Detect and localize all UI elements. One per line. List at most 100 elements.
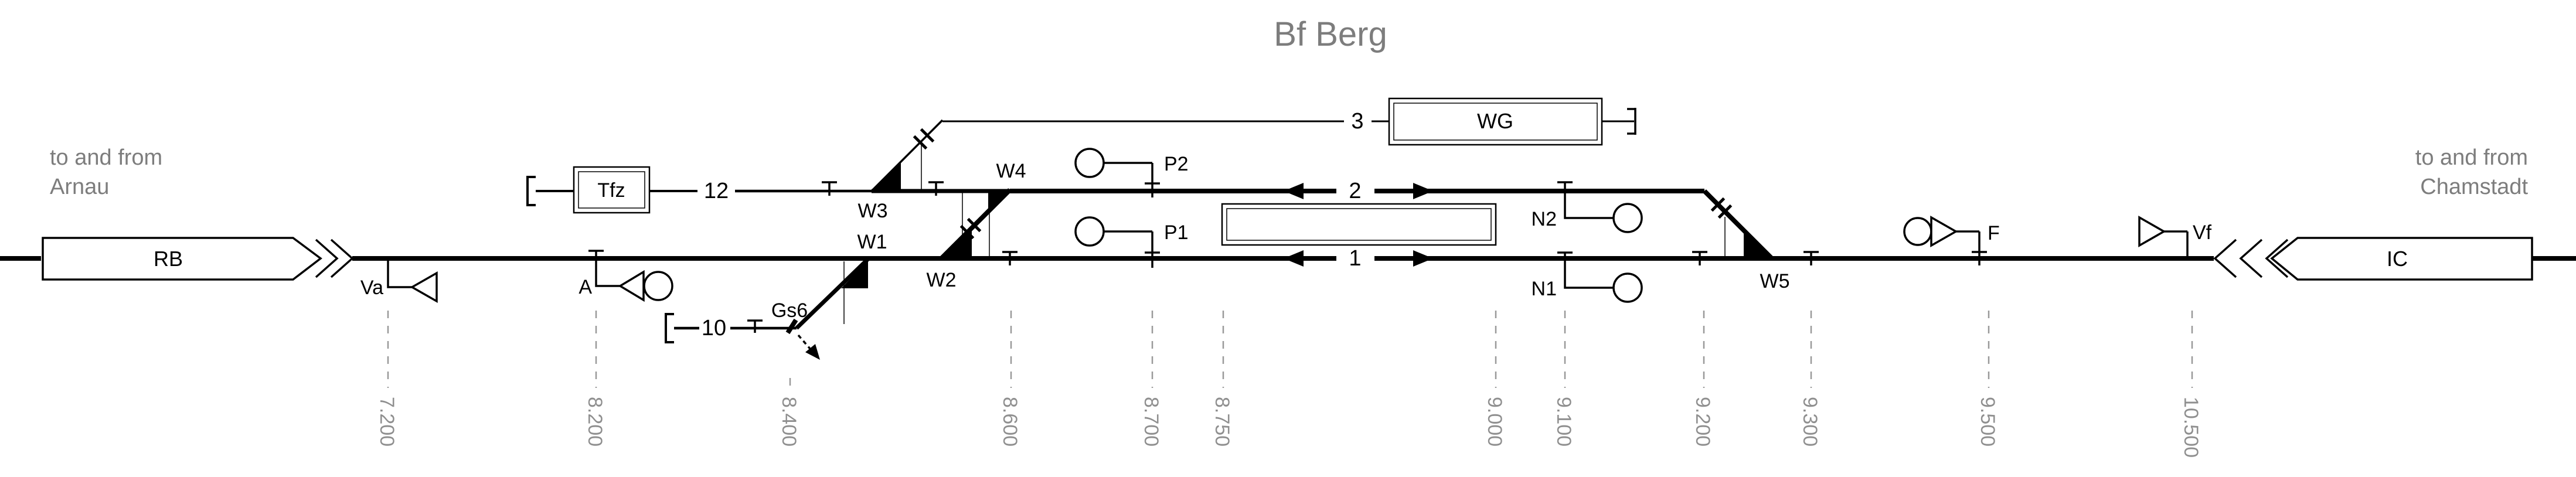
signal-f: F [1903, 215, 2000, 265]
track-marker-icon [1692, 251, 1707, 265]
switch-wedge-icon [841, 261, 868, 288]
switch-w5-label: W5 [1760, 270, 1790, 292]
direction-arrow-left-icon [1284, 183, 1304, 199]
building-tfz-label: Tfz [597, 179, 625, 202]
signal-n1: N1 [1532, 251, 1643, 303]
km-post: 7.200 [376, 311, 398, 447]
direction-arrow-right-icon [1413, 183, 1433, 199]
svg-text:9.100: 9.100 [1553, 397, 1575, 447]
platform [1221, 203, 1497, 246]
approach-label-right: to and from Chamstadt [2415, 145, 2529, 199]
track-marker-icon [747, 319, 763, 333]
km-post: 8.750 [1211, 311, 1233, 447]
page-title: Bf Berg [1274, 15, 1387, 53]
distant-signal-icon [410, 271, 438, 304]
building-wg: WG [1388, 97, 1603, 146]
buffer-stop-track3-icon [1627, 108, 1636, 135]
signal-n2: N2 [1532, 181, 1643, 233]
svg-text:8.700: 8.700 [1140, 397, 1162, 447]
direction-arrow-left-icon [1284, 250, 1304, 267]
switch-w1: W1 [795, 231, 887, 330]
buffer-stop-track12-icon [526, 176, 536, 206]
svg-text:Chamstadt: Chamstadt [2420, 175, 2528, 199]
derail-arrow-icon [805, 344, 820, 360]
signal-p1-label: P1 [1164, 222, 1189, 244]
signal-n2-label: N2 [1532, 208, 1557, 230]
svg-text:9.300: 9.300 [1799, 397, 1821, 447]
rail-joint-mark-icon [913, 128, 935, 150]
main-signal-icon [1612, 203, 1643, 233]
switch-w1-label: W1 [857, 231, 887, 253]
km-post: 9.000 [1483, 311, 1506, 447]
main-signal-icon [1074, 148, 1105, 178]
km-post: 8.400 [778, 378, 800, 447]
signal-f-label: F [1988, 222, 2000, 244]
rail-joint-mark-icon [1710, 197, 1733, 219]
svg-text:8.600: 8.600 [999, 397, 1021, 447]
switch-wedge-icon [873, 162, 901, 190]
track-1-label: 1 [1349, 246, 1361, 271]
km-post: 9.300 [1799, 311, 1821, 447]
switch-w4: W4 [988, 160, 1026, 214]
signal-a: A [579, 250, 673, 302]
distant-signal-icon [1930, 215, 1958, 248]
train-rb-label: RB [154, 247, 183, 271]
derailer-gs6: Gs6 [771, 299, 820, 360]
switch-w3-label: W3 [858, 200, 888, 222]
km-post: 9.100 [1553, 311, 1575, 447]
distant-signal-icon [618, 270, 645, 302]
svg-text:8.400: 8.400 [778, 397, 800, 447]
track-3-line: 3 [942, 109, 1634, 134]
track-2-line: 12 2 [536, 179, 1704, 203]
train-ic: IC [2213, 237, 2533, 281]
switch-w2: W2 [927, 188, 1012, 291]
switch-w4-label: W4 [996, 160, 1026, 182]
svg-text:8.200: 8.200 [584, 397, 606, 447]
signal-p2: P2 [1074, 148, 1189, 197]
buffer-stop-track10-icon [665, 313, 674, 343]
track-3-label: 3 [1351, 109, 1363, 134]
track-10-label: 10 [702, 316, 726, 340]
km-posts: 7.200 8.200 8.400 8.600 8.700 8.750 9.00… [376, 311, 2202, 458]
svg-text:to and from: to and from [50, 145, 162, 170]
train-rb: RB [42, 237, 354, 281]
track-marker-icon [928, 181, 944, 196]
signal-vf-label: Vf [2193, 222, 2212, 244]
svg-text:10.500: 10.500 [2180, 397, 2202, 458]
km-post: 9.500 [1976, 311, 1999, 447]
signal-n1-label: N1 [1532, 278, 1557, 300]
main-signal-icon [1074, 216, 1105, 247]
main-signal-icon [1612, 272, 1643, 303]
track-10-line: 10 [674, 316, 797, 340]
derailer-gs6-label: Gs6 [771, 299, 808, 322]
approach-label-left: to and from Arnau [50, 145, 162, 199]
train-ic-label: IC [2387, 247, 2408, 271]
track-1-line: 1 [0, 246, 2576, 271]
svg-text:9.500: 9.500 [1976, 397, 1999, 447]
switch-w3: W3 [858, 119, 944, 222]
svg-text:Arnau: Arnau [50, 175, 109, 199]
switch-wedge-icon [1744, 233, 1770, 259]
building-wg-label: WG [1477, 109, 1513, 133]
signal-p2-label: P2 [1164, 153, 1189, 175]
building-tfz: Tfz [573, 166, 651, 214]
switch-w5: W5 [1703, 189, 1790, 292]
track-marker-icon [1803, 251, 1819, 265]
switch-w2-label: W2 [927, 269, 957, 291]
rail-joint-mark-icon [959, 217, 982, 240]
signal-p1: P1 [1074, 216, 1189, 268]
km-post: 8.200 [584, 311, 606, 447]
km-post: 10.500 [2180, 311, 2202, 458]
signal-a-label: A [579, 276, 592, 298]
train-chevrons-icon [2213, 238, 2289, 278]
svg-text:7.200: 7.200 [376, 397, 398, 447]
track-marker-icon [822, 181, 837, 196]
svg-text:to and from: to and from [2415, 145, 2528, 170]
svg-text:9.200: 9.200 [1692, 397, 1714, 447]
track-markers [747, 181, 1819, 333]
svg-text:8.750: 8.750 [1211, 397, 1233, 447]
switch-wedge-icon [941, 228, 972, 258]
km-post: 9.200 [1692, 311, 1714, 447]
signal-va-label: Va [360, 277, 383, 299]
